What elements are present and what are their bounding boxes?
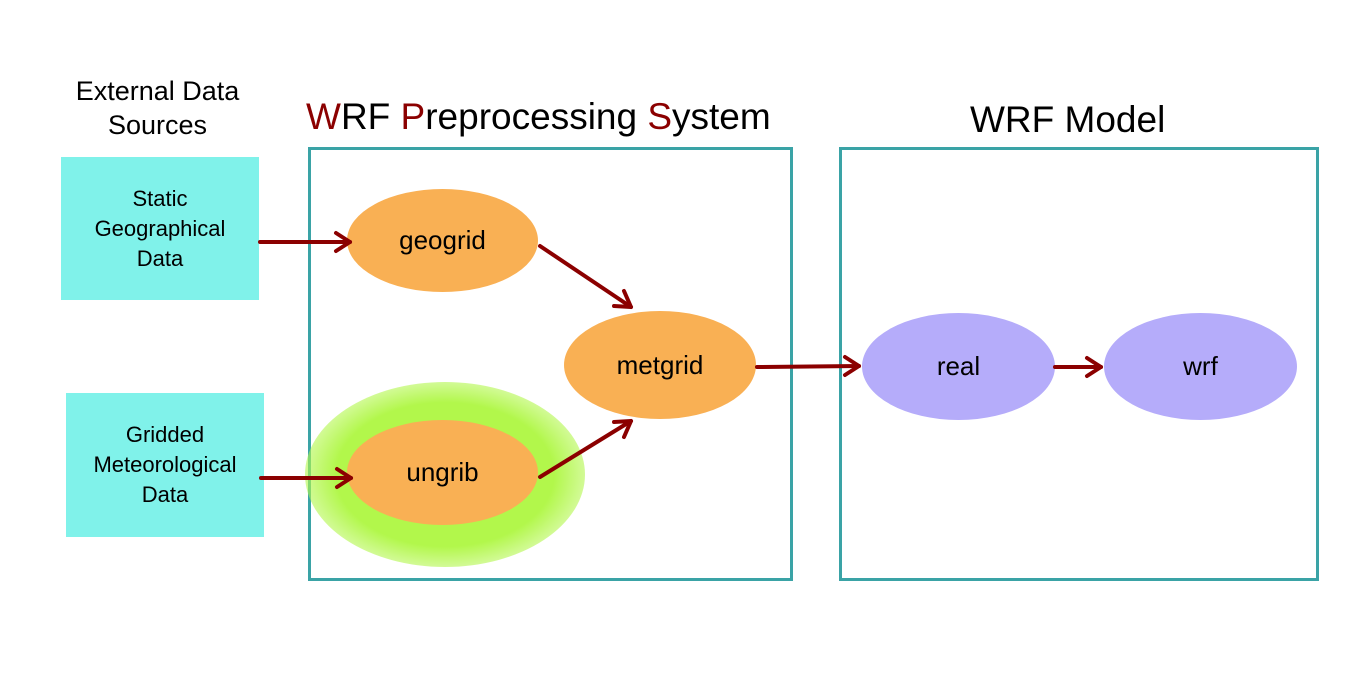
wps-title-s: S [647,96,673,137]
wps-title-ystem: ystem [672,96,771,137]
metgrid-label: metgrid [616,349,704,380]
ungrib-node[interactable]: ungrib [347,420,538,525]
source-line: Gridded [125,422,205,447]
real-label: real [936,351,981,381]
wps-title-reprocessing: reprocessing [425,96,648,137]
external-heading-line1: External Data [75,76,240,106]
geogrid-node[interactable]: geogrid [347,189,538,292]
edge-static-to-geogrid [258,231,352,253]
source-line: Meteorological [93,452,237,477]
geogrid-label: geogrid [399,225,486,255]
ungrib-label: ungrib [406,457,479,487]
static-geographical-data-box: Static Geographical Data [61,157,259,300]
real-node[interactable]: real [862,313,1055,420]
metgrid-node[interactable]: metgrid [564,311,756,419]
external-heading-line2: Sources [107,110,208,140]
source-line: Data [141,482,189,507]
wrf-model-panel [839,147,1319,581]
source-line: Static [132,185,188,211]
wrf-model-title: WRF Model [970,99,1166,140]
edge-real-to-wrf [1053,356,1103,378]
wps-title: WRF Preprocessing System [306,96,771,138]
external-sources-heading: External Data Sources [55,74,260,142]
wrf-node[interactable]: wrf [1104,313,1297,420]
gridded-meteorological-data-box: Gridded Meteorological Data [66,393,264,537]
source-line: Geographical [94,215,226,241]
edge-geogrid-to-metgrid [538,244,633,309]
wps-panel [308,147,793,581]
edge-gridded-to-ungrib [259,467,353,489]
wps-title-rf: RF [340,96,401,137]
edge-metgrid-to-real [755,355,861,377]
wps-title-w: W [306,96,341,137]
wps-title-p: P [400,96,426,137]
source-line: Data [136,245,184,271]
edge-ungrib-to-metgrid [538,419,633,479]
wrf-label: wrf [1183,351,1218,381]
